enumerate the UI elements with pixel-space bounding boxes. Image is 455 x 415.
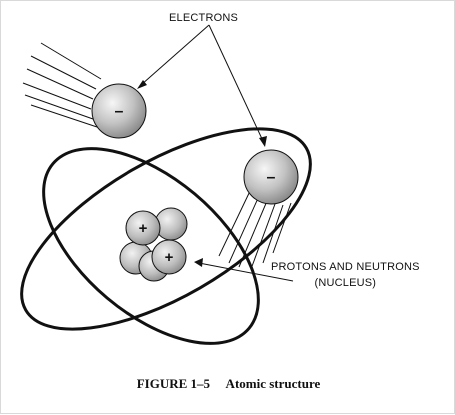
nucleus-label: PROTONS AND NEUTRONS (NUCLEUS): [271, 259, 420, 291]
electron-pointers: [140, 24, 264, 142]
figure-caption: FIGURE 1–5 Atomic structure: [136, 376, 321, 391]
motion-lines-right: [218, 188, 292, 270]
nucleus-text: (NUCLEUS): [314, 277, 377, 289]
arrowhead-right: [259, 136, 267, 147]
proton: [125, 210, 161, 246]
arrowhead-upper: [137, 80, 147, 89]
electrons-label: ELECTRONS: [169, 12, 239, 24]
proton-symbol: +: [139, 220, 148, 237]
electron-right: –: [243, 149, 299, 205]
electron-symbol: –: [267, 169, 276, 186]
electron-upper: –: [91, 83, 147, 139]
electron-symbol: –: [115, 103, 124, 120]
proton-symbol: +: [165, 249, 174, 266]
protons-neutrons-text: PROTONS AND NEUTRONS: [271, 261, 420, 273]
orbit-right: [20, 127, 312, 331]
nucleus: [119, 207, 188, 282]
arrowhead-nucleus: [194, 258, 203, 267]
nucleus-pointer: [198, 262, 294, 282]
orbit-left: [42, 147, 260, 345]
motion-lines-upper: [22, 42, 102, 128]
proton: [151, 239, 187, 275]
